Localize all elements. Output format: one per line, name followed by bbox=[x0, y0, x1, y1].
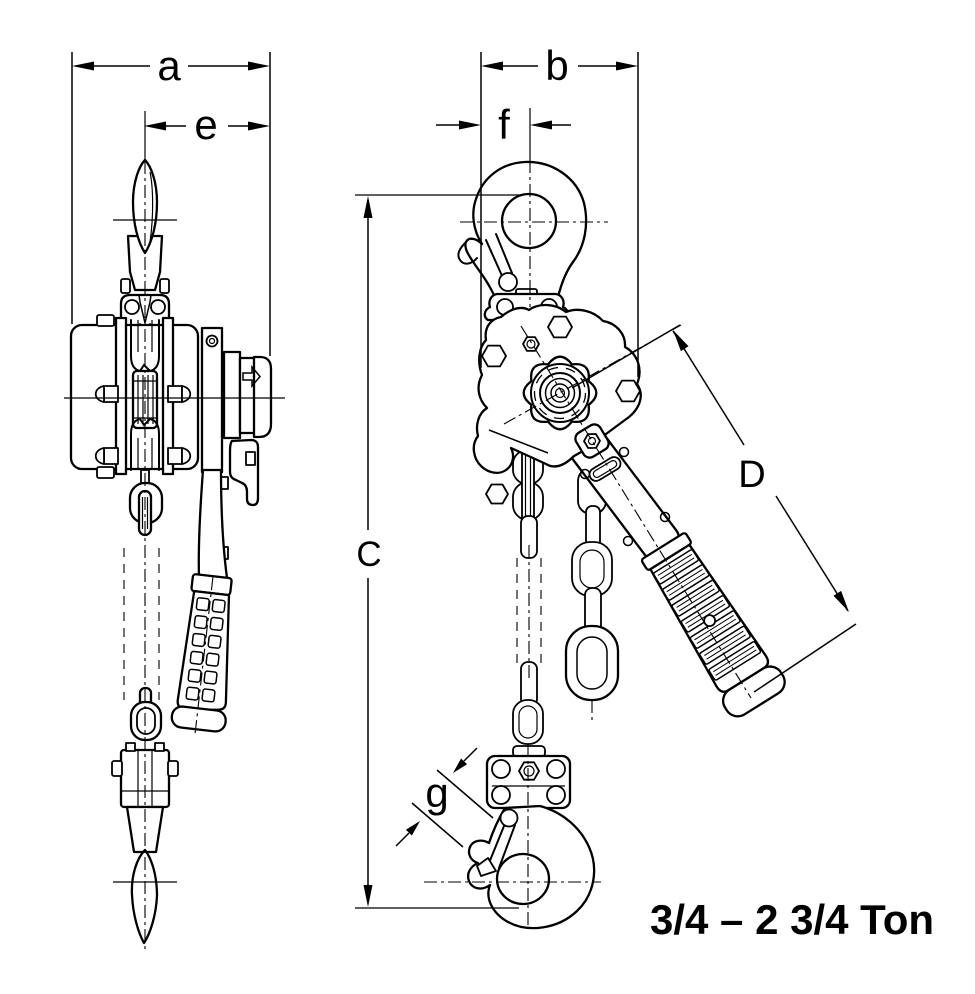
lever-grip-left-view bbox=[170, 573, 233, 735]
handwheel-hub bbox=[222, 350, 242, 440]
dim-g-label: g bbox=[425, 769, 448, 816]
lever-grip bbox=[640, 532, 786, 718]
top-hook-latch bbox=[485, 233, 513, 279]
dim-C-label: C bbox=[356, 535, 381, 574]
bottom-hook-left-view bbox=[130, 848, 159, 945]
dimension-a: a bbox=[71, 42, 271, 356]
front-view bbox=[424, 108, 786, 930]
side-view bbox=[64, 111, 285, 952]
freewheel-knob bbox=[522, 355, 598, 431]
lever-arm-left-view bbox=[200, 326, 224, 474]
dim-b-label: b bbox=[545, 42, 568, 89]
dim-a-label: a bbox=[157, 42, 181, 89]
dimension-b: b bbox=[480, 42, 639, 377]
dimension-C: C bbox=[355, 194, 519, 909]
dim-e-label: e bbox=[194, 101, 217, 148]
dimension-g: g bbox=[395, 747, 494, 848]
bottom-hook-latch bbox=[488, 824, 516, 869]
lever-slot bbox=[588, 456, 622, 482]
dimension-e: e bbox=[144, 101, 270, 148]
dim-f-label: f bbox=[498, 101, 510, 148]
load-chain bbox=[512, 443, 544, 559]
direction-selector-arrow-icon bbox=[242, 364, 261, 389]
pawl-housing bbox=[228, 438, 260, 507]
dimension-D: D bbox=[571, 324, 857, 693]
dim-D-label: D bbox=[738, 454, 765, 496]
dimension-f: f bbox=[436, 101, 571, 148]
capacity-caption: 3/4 – 2 3/4 Ton bbox=[650, 896, 934, 943]
handwheel-knob bbox=[252, 355, 273, 439]
